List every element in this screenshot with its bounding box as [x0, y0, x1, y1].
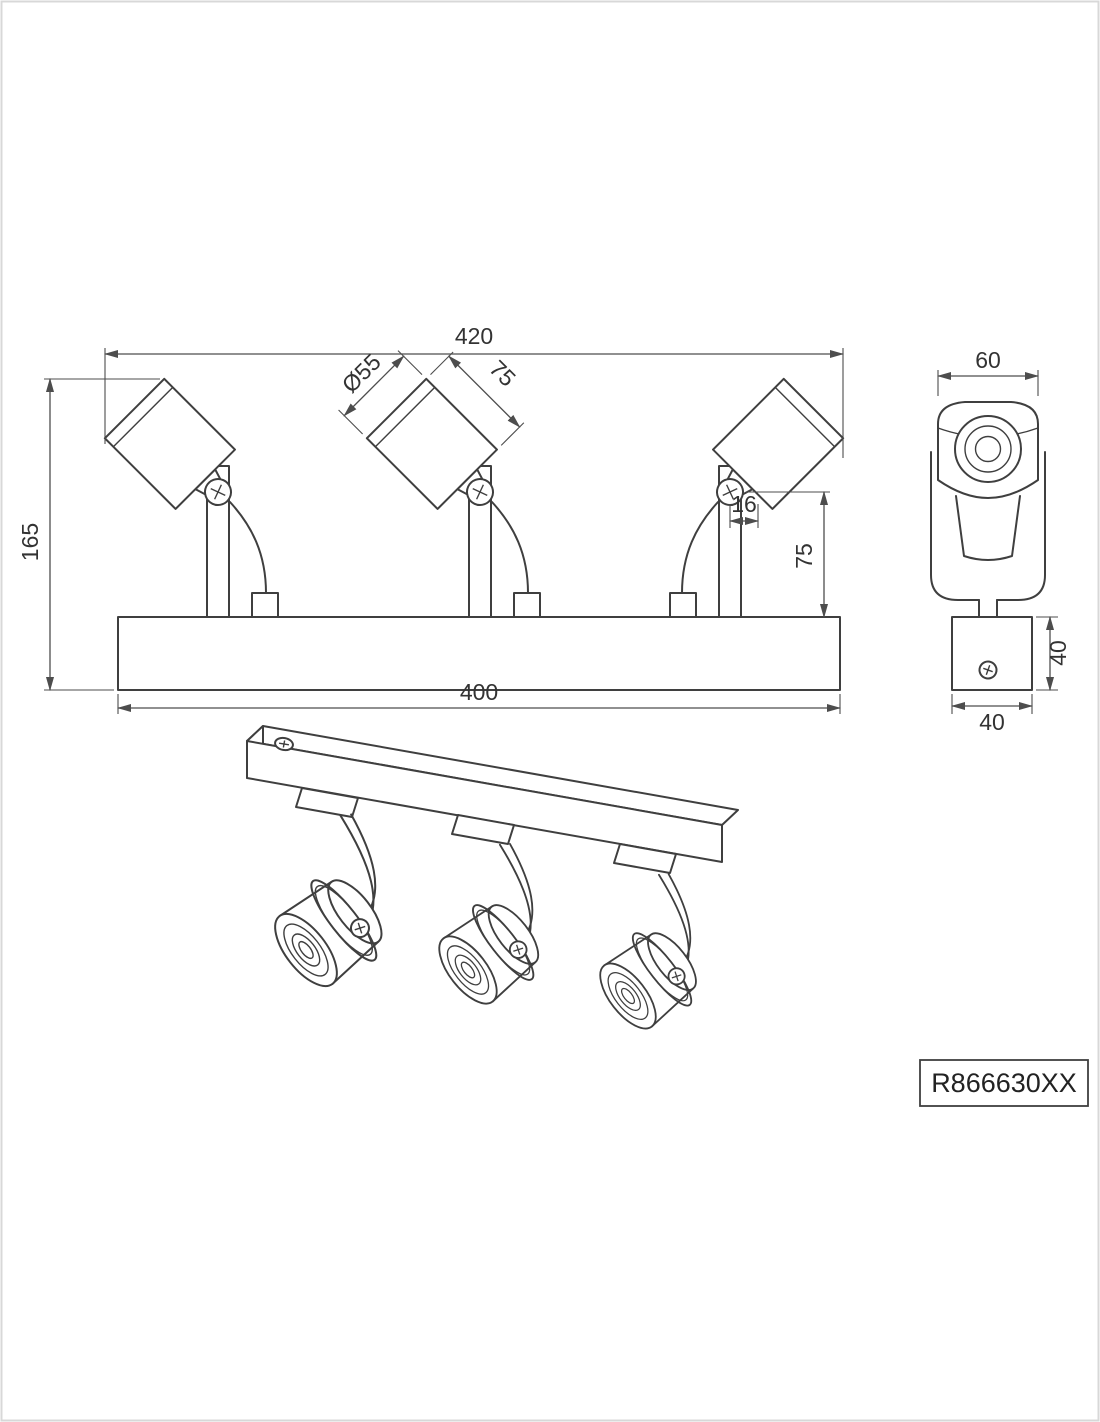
extension-line [397, 350, 423, 376]
dim-label-spot-length: 75 [484, 355, 520, 391]
ceiling-base [951, 616, 1033, 691]
dim-label-spot-diameter: Ø55 [337, 349, 386, 398]
mounting-plate [613, 843, 677, 874]
dim-spot-height: 75 [746, 490, 830, 619]
dim-head-width: 60 [936, 347, 1040, 396]
part-number-frame [919, 1059, 1089, 1107]
dim-height: 165 [17, 377, 160, 692]
dim-label-spot-height: 75 [791, 543, 817, 569]
side-view: 60 40 40 [930, 347, 1071, 735]
dimension-line [343, 355, 405, 417]
extension-line [430, 351, 454, 376]
head-body [955, 495, 1021, 561]
extension-line [500, 422, 525, 446]
dim-label-base-depth: 40 [979, 709, 1005, 735]
part-number-box: R866630XX [919, 1059, 1089, 1107]
perspective-view [236, 725, 742, 1044]
yoke-left [930, 451, 980, 601]
dim-top-width: 420 [103, 323, 845, 458]
spot-perspective-right [565, 868, 742, 1044]
front-view: 420 165 400 Ø55 75 [17, 323, 845, 714]
screw-slot [282, 740, 286, 748]
dim-base-depth: 40 [950, 694, 1034, 735]
spot-front-middle [365, 377, 541, 618]
rail-front-face [246, 740, 723, 863]
part-number-text: R866630XX [931, 1068, 1077, 1098]
dim-base-height: 40 [1036, 615, 1071, 692]
rail-screw-icon [274, 736, 294, 752]
mounting-plate [451, 814, 515, 845]
spot-perspective-middle [403, 838, 585, 1020]
yoke-right [996, 451, 1046, 601]
dim-label-height: 165 [17, 523, 43, 561]
dimension-line [448, 355, 521, 428]
dim-label-base-height: 40 [1045, 640, 1071, 666]
screw-slot [985, 665, 991, 675]
dim-pivot-offset: 16 [728, 491, 760, 528]
extension-line [338, 409, 364, 435]
base-screw-icon [978, 660, 998, 680]
spot-front-left [103, 377, 279, 618]
mounting-bar [117, 616, 841, 691]
dim-label-top-width: 420 [455, 323, 493, 349]
spot-perspective-left [236, 808, 432, 1003]
socket-circle [974, 435, 1002, 463]
lens-inner-circle [964, 425, 1012, 473]
dim-label-head-width: 60 [975, 347, 1001, 373]
dim-label-pivot-offset: 16 [731, 491, 757, 517]
dim-label-base-width: 400 [460, 679, 498, 705]
dim-base-width: 400 [116, 679, 842, 714]
